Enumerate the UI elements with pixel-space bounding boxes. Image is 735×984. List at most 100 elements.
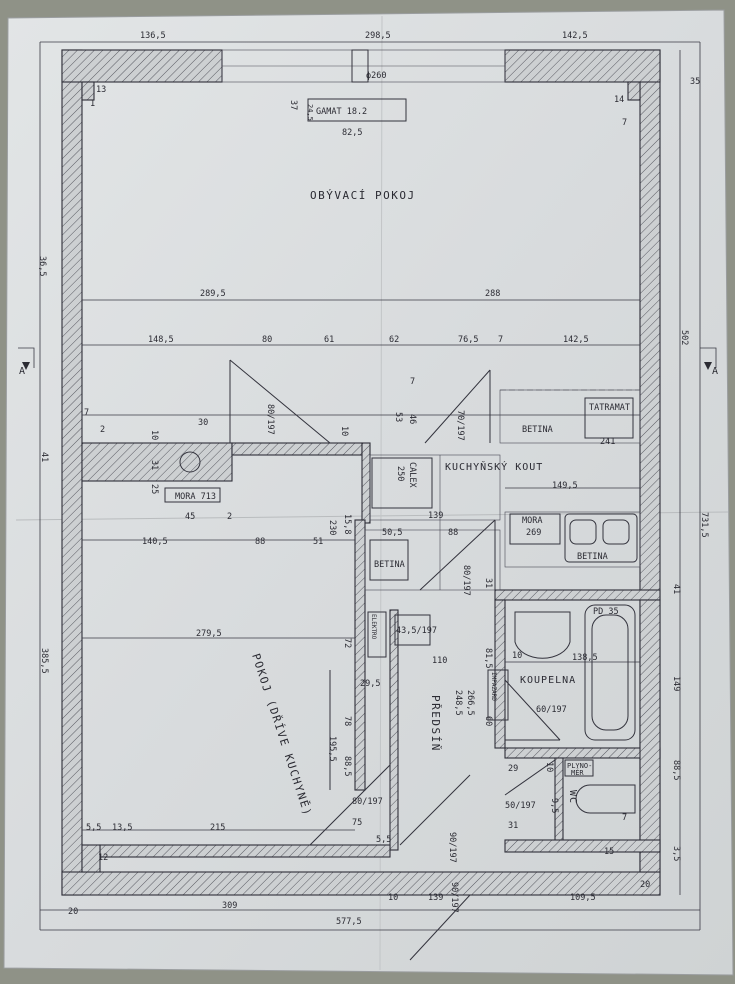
svg-text:70/197: 70/197 xyxy=(455,410,465,441)
svg-text:10: 10 xyxy=(512,651,522,661)
svg-text:41: 41 xyxy=(39,452,49,462)
svg-text:29,5: 29,5 xyxy=(360,679,380,689)
gamat-heater xyxy=(307,98,407,122)
fixture-label-tatramat: TATRAMAT xyxy=(589,403,630,413)
svg-text:7: 7 xyxy=(410,377,415,387)
tatramat-tank xyxy=(584,397,634,439)
svg-text:1: 1 xyxy=(90,99,95,109)
svg-text:7: 7 xyxy=(498,335,503,345)
svg-text:A: A xyxy=(712,366,719,377)
svg-text:7: 7 xyxy=(622,118,627,128)
svg-text:60: 60 xyxy=(483,716,493,726)
svg-text:140,5: 140,5 xyxy=(142,537,168,547)
svg-text:248,5: 248,5 xyxy=(453,690,463,716)
room-label-bath: KOUPELNA xyxy=(520,675,576,686)
svg-text:15,8: 15,8 xyxy=(342,514,352,534)
betina-cabinet xyxy=(369,539,409,581)
fixture-label-betina-sink: BETINA xyxy=(577,552,608,562)
svg-text:298,5: 298,5 xyxy=(365,31,391,41)
room-label-wc: WC xyxy=(567,790,578,804)
svg-text:51: 51 xyxy=(313,537,323,547)
fixtures xyxy=(164,49,638,814)
fixture-label-pipe: ϕ260 xyxy=(366,71,386,81)
svg-text:9,5: 9,5 xyxy=(549,798,559,813)
svg-text:149,5: 149,5 xyxy=(552,481,578,491)
svg-text:41: 41 xyxy=(671,584,681,594)
svg-text:36,5: 36,5 xyxy=(37,256,47,276)
mora-713-stove xyxy=(164,487,221,503)
svg-text:43,5/197: 43,5/197 xyxy=(396,626,437,636)
fixture-label-mora: MORA xyxy=(522,516,542,526)
svg-text:266,5: 266,5 xyxy=(465,690,475,716)
svg-text:10: 10 xyxy=(149,430,159,440)
room-label-hall: PŘEDSÍŇ xyxy=(429,695,442,752)
svg-text:20: 20 xyxy=(640,880,650,890)
walls xyxy=(61,49,661,896)
svg-text:90/197: 90/197 xyxy=(447,832,457,863)
svg-text:110: 110 xyxy=(432,656,447,666)
fixture-label-calex: CALEX xyxy=(407,462,417,488)
fixture-label-boiler: IMPAZARD xyxy=(490,672,497,701)
interior-lines xyxy=(82,359,641,961)
dimension-lines xyxy=(39,41,701,931)
fixture-label-elektro: ELEKTRO xyxy=(370,614,377,640)
svg-text:142,5: 142,5 xyxy=(563,335,589,345)
svg-text:60/197: 60/197 xyxy=(536,705,567,715)
fixture-label-plyno: PLYNO- xyxy=(567,762,592,770)
svg-text:90/197: 90/197 xyxy=(449,882,459,913)
svg-text:50,5: 50,5 xyxy=(382,528,402,538)
gas-meter xyxy=(564,759,594,777)
svg-text:82,5: 82,5 xyxy=(342,128,362,138)
svg-text:76,5: 76,5 xyxy=(458,335,478,345)
svg-text:10: 10 xyxy=(388,893,398,903)
svg-text:2: 2 xyxy=(227,512,232,522)
svg-text:15: 15 xyxy=(604,847,614,857)
svg-text:12: 12 xyxy=(98,853,108,863)
svg-text:31: 31 xyxy=(483,578,493,588)
svg-text:35: 35 xyxy=(690,77,700,87)
fixture-label-pd: PD 35 xyxy=(593,607,619,617)
fixture-label-mer: MĚR xyxy=(571,768,584,777)
svg-text:88: 88 xyxy=(448,528,458,538)
svg-text:72: 72 xyxy=(342,638,352,648)
svg-text:7: 7 xyxy=(622,813,627,823)
svg-text:14: 14 xyxy=(614,95,624,105)
svg-text:142,5: 142,5 xyxy=(562,31,588,41)
svg-text:149: 149 xyxy=(671,676,681,691)
svg-text:13: 13 xyxy=(96,85,106,95)
svg-text:13,5: 13,5 xyxy=(112,823,132,833)
fixture-label-mora-713: MORA 713 xyxy=(175,492,216,502)
svg-text:288: 288 xyxy=(485,289,500,299)
svg-text:279,5: 279,5 xyxy=(196,629,222,639)
fixture-label-gamat: GAMAT 18.2 xyxy=(316,107,367,117)
paper-fold xyxy=(379,15,383,971)
svg-text:195,5: 195,5 xyxy=(327,736,337,762)
svg-text:215: 215 xyxy=(210,823,225,833)
bathtub xyxy=(584,604,636,741)
sink-drain xyxy=(179,451,201,473)
svg-text:136,5: 136,5 xyxy=(140,31,166,41)
elektro-box xyxy=(367,611,387,658)
fixture-label-calex-value: 250 xyxy=(395,466,405,481)
svg-text:138,5: 138,5 xyxy=(572,653,598,663)
svg-text:385,5: 385,5 xyxy=(39,648,49,674)
wardrobe xyxy=(394,614,431,646)
room-label-kitchen: KUCHYŇSKÝ KOUT xyxy=(445,460,543,473)
kitchen-sink xyxy=(564,513,638,563)
svg-text:A: A xyxy=(19,366,26,377)
fixture-label-tatramat-value: 241 xyxy=(600,437,615,447)
svg-text:31: 31 xyxy=(149,460,159,470)
svg-text:29: 29 xyxy=(508,764,518,774)
fixture-label-mora-value: 269 xyxy=(526,528,541,538)
svg-text:577,5: 577,5 xyxy=(336,917,362,927)
svg-text:139: 139 xyxy=(428,893,443,903)
svg-text:88: 88 xyxy=(255,537,265,547)
svg-text:5,5: 5,5 xyxy=(376,835,391,845)
svg-text:2: 2 xyxy=(100,425,105,435)
svg-text:78: 78 xyxy=(342,716,352,726)
svg-text:80/197: 80/197 xyxy=(352,797,383,807)
svg-text:148,5: 148,5 xyxy=(148,335,174,345)
dimension-labels: 136,5 298,5 142,5 13 1 14 7 35 37 24,5 8… xyxy=(19,31,719,927)
svg-text:10: 10 xyxy=(339,426,349,436)
